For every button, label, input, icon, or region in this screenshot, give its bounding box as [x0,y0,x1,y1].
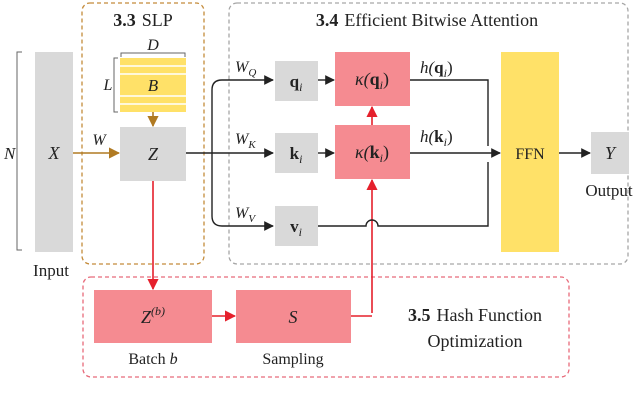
kappa-q-block [335,52,410,106]
v-block [275,206,318,246]
batch-caption: Batch b [128,351,177,368]
k-block [275,133,318,173]
hash-section-title-line2: Optimization [428,331,523,351]
input-x-label: X [48,143,61,163]
z-block [120,127,186,181]
hash-section-frame [82,276,570,378]
ffn-block [501,52,559,252]
l-dimension-bracket [113,57,118,113]
hk-label: h(ki) [420,127,453,149]
output-y-block [591,132,629,174]
b-block-label: B [148,76,159,95]
input-x-block [35,52,73,252]
input-caption: Input [33,261,69,280]
wq-weight-label: WQ [235,59,256,79]
zb-block-label: Z(b) [141,304,165,327]
attention-section-frame [228,2,629,265]
hq-label: h(qi) [420,58,453,80]
s-block-label: S [289,307,298,327]
zb-block [94,290,212,343]
s-block [236,290,351,343]
d-dimension-bracket [120,52,186,57]
sampling-caption: Sampling [262,351,323,368]
output-caption: Output [585,181,633,200]
kappa-q-label: κ(qi) [355,69,389,92]
kappa-k-block [335,125,410,179]
n-dimension-bracket [16,51,22,251]
v-block-label: vi [290,217,302,239]
l-dimension-label: L [103,77,113,94]
hq-line [410,79,489,146]
ffn-label: FFN [515,146,545,163]
w-weight-label: W [92,132,107,149]
kappa-k-label: κ(ki) [355,142,389,165]
slp-section-frame [81,2,205,265]
v-to-ffn-line [318,162,489,227]
z-to-q-arrow [211,75,274,153]
z-block-label: Z [148,144,159,164]
wv-weight-label: WV [235,205,256,225]
output-y-label: Y [605,143,617,163]
k-block-label: ki [290,144,303,166]
z-to-v-arrow [211,153,274,231]
b-block [120,58,186,112]
q-block [275,61,318,101]
wk-weight-label: WK [235,131,256,151]
q-block-label: qi [290,72,303,94]
n-dimension-label: N [3,144,17,163]
d-dimension-label: D [146,37,159,54]
